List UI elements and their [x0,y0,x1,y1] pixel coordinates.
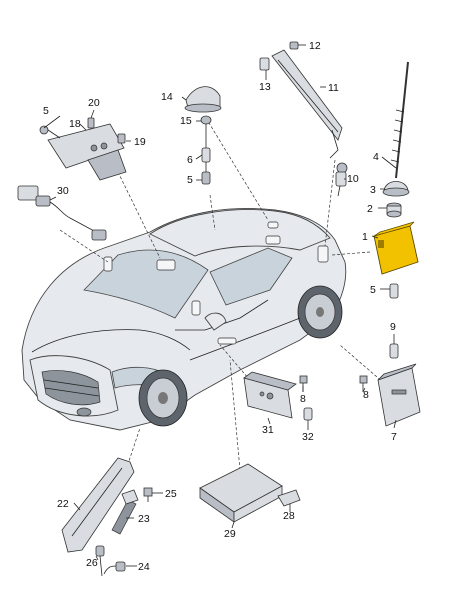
fitting-5-right [389,283,399,299]
fitting-24 [115,561,126,572]
control-unit-1-highlighted [373,221,419,275]
callout-8-right: 8 [363,389,369,401]
callout-12: 12 [309,40,321,52]
callout-labels: 1 2 3 4 5 5 5 6 7 8 8 9 10 11 12 13 14 1… [43,40,397,573]
cable-wires [99,555,117,577]
callout-19: 19 [134,136,146,148]
cable-30 [17,185,107,241]
callout-13: 13 [259,81,271,93]
callout-3: 3 [370,184,376,196]
callout-7: 7 [391,431,397,443]
callout-31: 31 [262,424,274,436]
callout-8-left: 8 [300,393,306,405]
callout-26: 26 [86,557,98,569]
antenna-strip-panel [271,49,343,159]
callout-24: 24 [138,561,150,573]
callout-25: 25 [165,488,177,500]
screw-8-right [359,375,368,392]
shark-fin-antenna [184,86,222,113]
callout-18: 18 [69,118,81,130]
clip-13 [259,57,270,71]
module-31 [243,371,297,419]
screw-12 [289,41,306,50]
antenna-base-3 [382,181,410,197]
car-illustration [21,208,347,431]
bracket-28 [277,489,301,507]
callout-10: 10 [347,173,359,185]
screw-8-left [299,375,308,392]
callout-32: 32 [302,431,314,443]
callout-4: 4 [373,151,379,163]
fitting-32 [303,407,313,421]
antenna-module-23 [111,489,139,535]
bracket-22 [61,457,135,553]
connector-10 [335,162,348,197]
callout-11: 11 [328,82,339,94]
callout-23: 23 [138,513,150,525]
callout-22: 22 [57,498,69,510]
control-box-29 [199,463,283,523]
fitting-26 [95,545,105,557]
antenna-fitting-15 [200,115,212,185]
reference-lines [59,117,393,471]
callout-28: 28 [283,510,295,522]
callout-14: 14 [161,91,173,103]
clip-9 [389,343,399,359]
callout-5-right: 5 [370,284,376,296]
callout-15: 15 [180,115,192,127]
callout-20: 20 [88,97,100,109]
callout-1: 1 [362,231,368,243]
screw-25 [143,487,153,502]
callout-2: 2 [367,203,373,215]
callout-29: 29 [224,528,236,540]
callout-9: 9 [390,321,396,333]
amplifier-assembly-18 [39,117,127,181]
rod-antenna-4 [390,61,409,179]
callout-30: 30 [57,185,69,197]
nut-2 [386,202,402,218]
callout-6: 6 [187,154,193,166]
module-7 [377,363,421,427]
callout-5-center: 5 [187,174,193,186]
callout-5-top-left: 5 [43,105,49,117]
leader-lines [43,70,397,567]
